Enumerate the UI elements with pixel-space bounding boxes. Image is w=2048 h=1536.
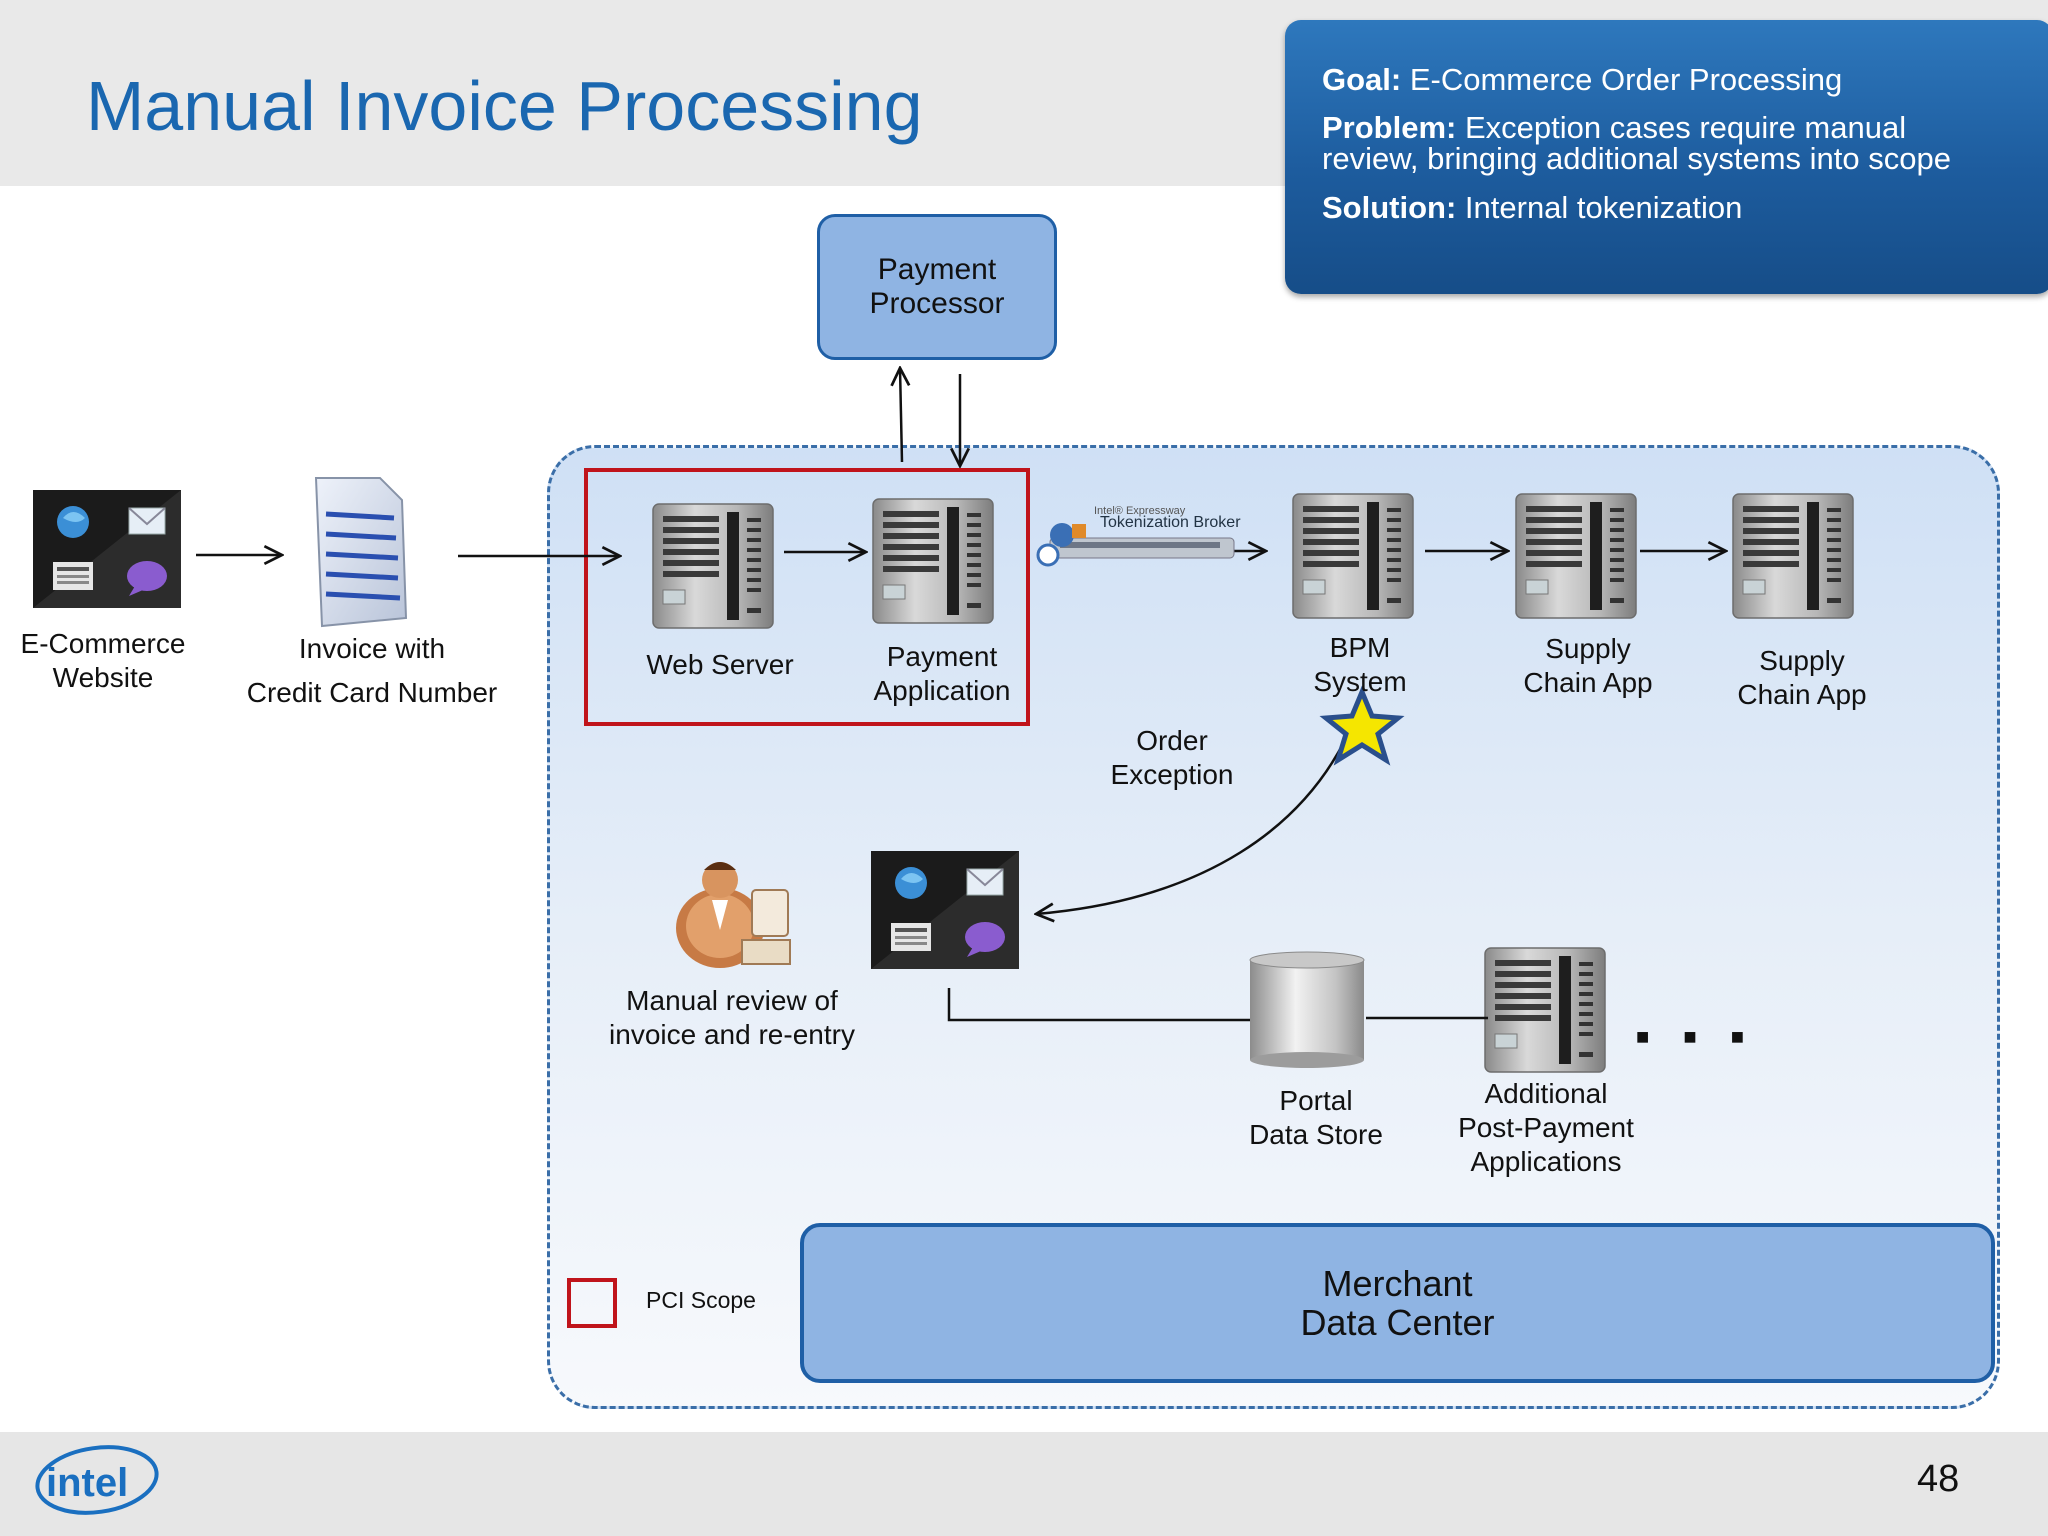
footer-band <box>0 1432 2048 1536</box>
slide-title: Manual Invoice Processing <box>86 67 923 145</box>
supply-chain-app-1-server-icon <box>1515 493 1637 619</box>
problem-line-1: Problem: Exception cases require manual <box>1322 110 1907 145</box>
svg-text:intel: intel <box>46 1461 128 1505</box>
additional-applications-server-icon <box>1484 947 1606 1073</box>
ecommerce-website-icon <box>32 489 182 609</box>
tokenization-broker-icon <box>1036 523 1235 567</box>
pci-scope-legend-swatch <box>567 1278 617 1328</box>
pci-scope-legend-label: PCI Scope <box>646 1287 756 1313</box>
intel-logo: intel <box>35 1445 159 1515</box>
web-server-label: Web Server <box>646 649 794 680</box>
payment-application-server-icon <box>872 498 994 624</box>
exception-workstation-icon <box>870 850 1020 970</box>
ellipsis-dots: ■ ■ ■ <box>1636 1024 1759 1049</box>
person-at-computer-icon <box>676 862 791 968</box>
web-server-icon <box>652 503 774 629</box>
bpm-system-server-icon <box>1292 493 1414 619</box>
invoice-document-icon <box>314 477 408 628</box>
broker-small-label: Intel® Expressway <box>1094 505 1186 517</box>
problem-line-2: review, bringing additional systems into… <box>1322 141 1951 176</box>
solution-line: Solution: Internal tokenization <box>1322 190 1743 225</box>
goal-line: Goal: E-Commerce Order Processing <box>1322 62 1843 97</box>
goal-problem-solution-box: Goal: E-Commerce Order Processing Proble… <box>1285 20 2048 294</box>
page-number: 48 <box>1917 1458 1960 1500</box>
star-icon <box>1319 685 1405 766</box>
supply-chain-app-2-server-icon <box>1732 493 1854 619</box>
broker-label: Tokenization Broker <box>1100 514 1241 531</box>
portal-data-store-icon <box>1249 951 1365 1068</box>
pci-scope-box <box>584 468 1030 726</box>
